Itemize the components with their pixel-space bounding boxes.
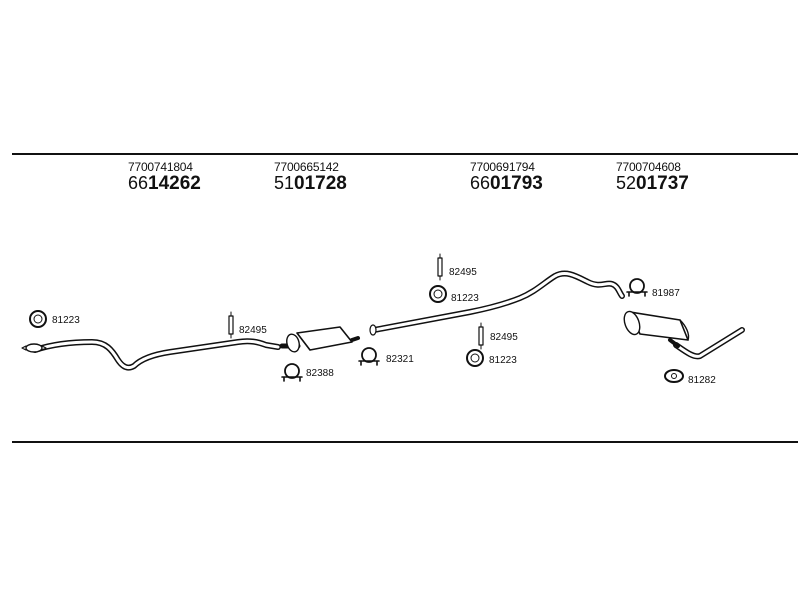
intermediate-pipe bbox=[369, 270, 625, 336]
oem-number: 7700704608 bbox=[616, 160, 681, 174]
rear-silencer bbox=[623, 310, 745, 360]
part-label: 81223 bbox=[451, 293, 479, 304]
part-reference: 6614262 bbox=[128, 173, 201, 194]
middle-silencer bbox=[279, 326, 360, 353]
part-label: 81282 bbox=[688, 375, 716, 386]
part-label: 82388 bbox=[306, 368, 334, 379]
oem-number: 7700741804 bbox=[128, 160, 193, 174]
part-label: 81223 bbox=[52, 315, 80, 326]
mounting-bracket-1 bbox=[664, 369, 684, 383]
part-label: 82495 bbox=[449, 267, 477, 278]
part-label: 82495 bbox=[490, 332, 518, 343]
part-label: 82495 bbox=[239, 325, 267, 336]
assembly-heading-4: 7700704608 5201737 bbox=[616, 160, 689, 195]
part-label: 81223 bbox=[489, 355, 517, 366]
sealing-ring-3 bbox=[466, 349, 484, 367]
sealing-ring-1 bbox=[29, 310, 47, 328]
part-reference: 5101728 bbox=[274, 173, 347, 194]
pipe-clamp-3 bbox=[626, 278, 648, 297]
front-pipe bbox=[21, 338, 281, 371]
rubber-hanger-1 bbox=[228, 311, 234, 339]
oem-number: 7700691794 bbox=[470, 160, 535, 174]
bottom-divider bbox=[12, 441, 798, 443]
assembly-heading-3: 7700691794 6601793 bbox=[470, 160, 543, 195]
top-divider bbox=[12, 153, 798, 155]
rubber-hanger-3 bbox=[478, 322, 484, 350]
oem-number: 7700665142 bbox=[274, 160, 339, 174]
assembly-heading-2: 7700665142 5101728 bbox=[274, 160, 347, 195]
part-reference: 5201737 bbox=[616, 173, 689, 194]
pipe-clamp-1 bbox=[281, 363, 303, 382]
pipe-clamp-2 bbox=[358, 347, 380, 366]
sealing-ring-2 bbox=[429, 285, 447, 303]
part-label: 81987 bbox=[652, 288, 680, 299]
rubber-hanger-2 bbox=[437, 253, 443, 281]
part-reference: 6601793 bbox=[470, 173, 543, 194]
assembly-heading-1: 7700741804 6614262 bbox=[128, 160, 201, 195]
part-label: 82321 bbox=[386, 354, 414, 365]
